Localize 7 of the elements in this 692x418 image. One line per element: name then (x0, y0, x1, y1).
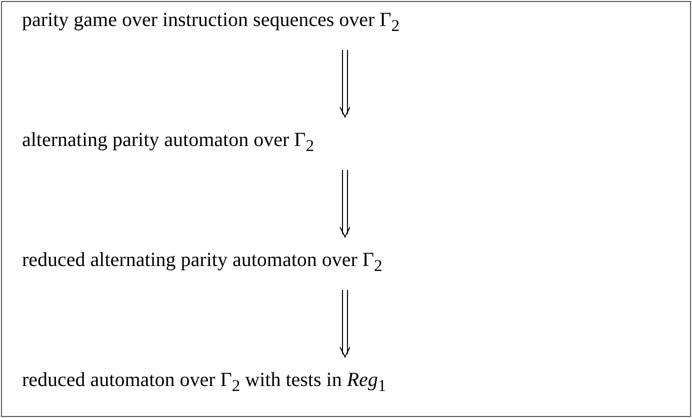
statement-text: reduced alternating parity automaton over Γ$_{2}$ (22, 249, 382, 276)
double-arrow (340, 170, 350, 238)
statement-text: reduced automaton over Γ$_{2}$ with tests in Reg$_{1}$ (22, 369, 386, 396)
double-arrow (340, 290, 350, 358)
statement-text: alternating parity automaton over Γ$_{2}$ (22, 129, 314, 156)
double-arrow (340, 50, 350, 118)
statement-text: parity game over instruction sequences over Γ$_{2}$ (22, 9, 400, 36)
